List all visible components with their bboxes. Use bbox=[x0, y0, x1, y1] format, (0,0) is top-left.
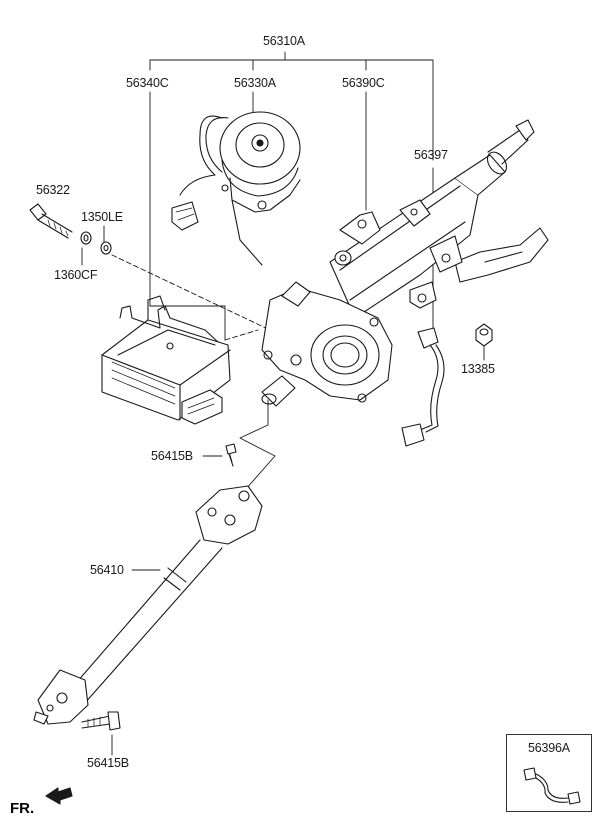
upper-column bbox=[329, 119, 549, 319]
label-nut: 13385 bbox=[461, 362, 495, 376]
label-ecu-module: 56340C bbox=[126, 76, 169, 90]
label-intermediate-shaft: 56410 bbox=[90, 563, 124, 577]
label-small-bolt: 56415B bbox=[151, 449, 193, 463]
column-housing bbox=[261, 281, 393, 407]
ecu-module bbox=[101, 295, 231, 425]
label-wire-harness: 56397 bbox=[414, 148, 448, 162]
label-motor: 56330A bbox=[234, 76, 276, 90]
label-upper-column: 56390C bbox=[342, 76, 385, 90]
label-bolt: 56322 bbox=[36, 183, 70, 197]
wire-harness bbox=[401, 327, 445, 447]
motor-assembly bbox=[171, 111, 301, 266]
label-lower-bolt: 56415B bbox=[87, 756, 129, 770]
bolt-and-washers bbox=[29, 203, 112, 255]
label-inset-part: 56396A bbox=[528, 741, 570, 755]
sensor-cable-illustration bbox=[523, 767, 581, 805]
label-washer-1350le: 1350LE bbox=[81, 210, 123, 224]
lower-bolt bbox=[81, 711, 121, 731]
label-washer-1360cf: 1360CF bbox=[54, 268, 98, 282]
nut bbox=[475, 323, 493, 347]
intermediate-shaft bbox=[33, 485, 263, 725]
front-direction-arrow-icon bbox=[45, 787, 73, 805]
inset-box: 56396A bbox=[506, 734, 592, 812]
label-steering-column-assembly: 56310A bbox=[263, 34, 305, 48]
small-bolt bbox=[225, 443, 237, 467]
front-direction-label: FR. bbox=[10, 800, 35, 817]
